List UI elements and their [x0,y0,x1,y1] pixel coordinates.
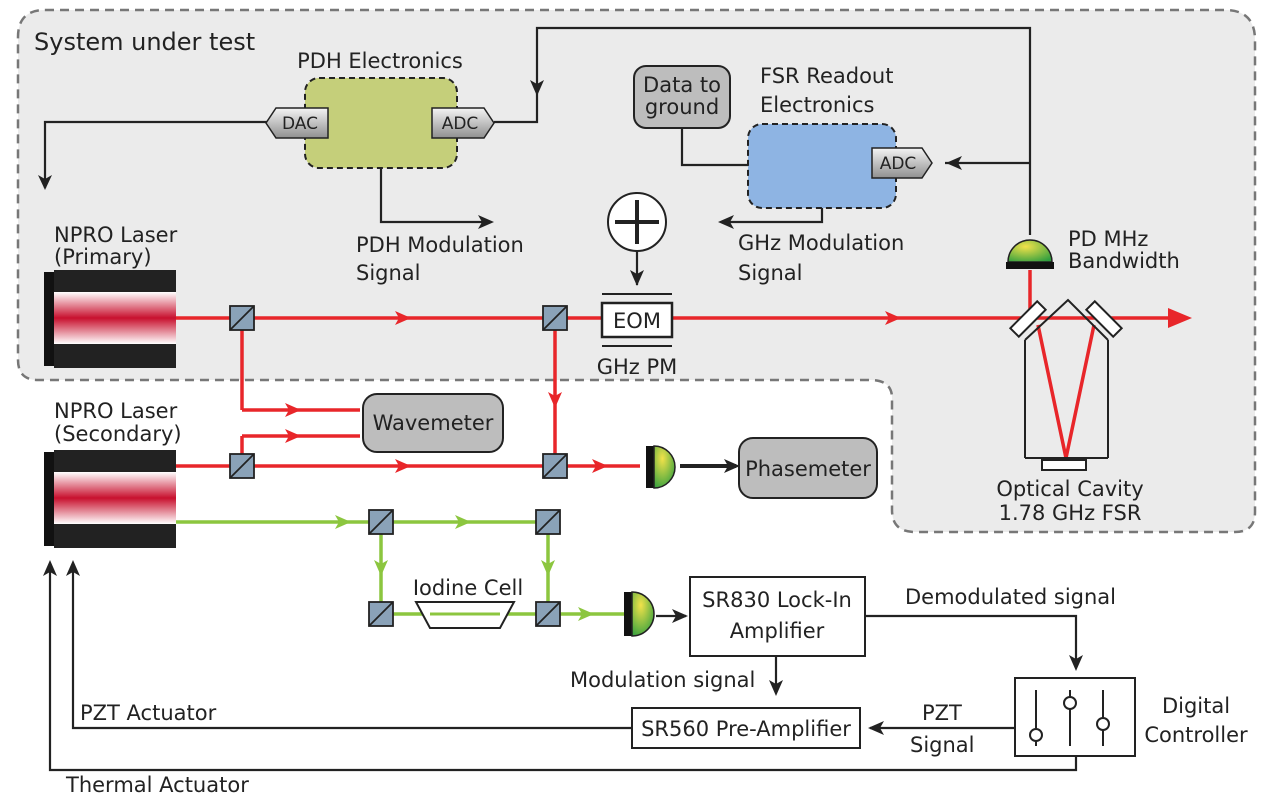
wavemeter-label: Wavemeter [373,411,494,435]
pzt-signal-label-1: PZT [922,701,962,725]
iodine-cell-label: Iodine Cell [413,576,523,600]
signal-arrow [530,80,544,96]
green-beam-paths [176,520,625,616]
photodetector-phasemeter [646,445,676,489]
beam-arrow [455,515,471,529]
signal-arrow [724,459,740,473]
demodulated-signal-label: Demodulated signal [905,585,1116,609]
digital-controller-label-1: Digital [1162,694,1230,718]
signal-arrow [66,560,80,576]
beam-arrow [885,311,901,325]
fsr-electronics-box [747,123,897,209]
fsr-title-1: FSR Readout [760,64,893,88]
pdh-adc-label: ADC [442,114,479,134]
laser-secondary [44,450,176,548]
data-to-ground-box [633,65,731,129]
cavity-label-2: 1.78 GHz FSR [999,501,1142,525]
pzt-signal-label-2: Signal [910,733,975,757]
optical-cavity [1024,298,1109,471]
pdh-modulation-label-2: Signal [356,261,421,285]
cavity-label-1: Optical Cavity [996,477,1143,501]
eom-label: EOM [613,309,661,333]
lockin-label-1: SR830 Lock-In [702,588,852,612]
beam-arrow [548,392,562,408]
preamp-box [631,707,861,749]
signal-arrow [769,680,783,696]
laser-primary-label-1: NPRO Laser [54,223,178,247]
laser-secondary-label-2: (Secondary) [54,422,182,446]
beam-arrow [285,429,301,443]
digital-controller [1014,677,1136,757]
photodetector-mhz [1006,239,1054,269]
laser-secondary-label-1: NPRO Laser [54,399,178,423]
beam-arrow [395,459,411,473]
system-title: System under test [34,28,255,56]
ghz-modulation-label-2: Signal [738,261,803,285]
signal-arrow [868,721,884,735]
pdh-electronics-box [304,77,458,169]
pdh-adc-port [431,107,495,139]
pd-mhz-label-1: PD MHz [1068,227,1148,251]
data-to-ground-label-1: Data to [643,73,721,97]
beam-output-arrow [1168,308,1192,328]
signal-arrow [43,560,57,576]
signal-lines [43,26,1078,772]
signal-arrow [946,156,962,170]
eom-sublabel: GHz PM [597,355,678,379]
eom-box [600,301,674,339]
beam-arrow [374,560,388,576]
beam-arrow [285,403,301,417]
cavity-mirrors [1008,299,1124,339]
signal-arrow [478,215,494,229]
digital-controller-label-2: Controller [1144,723,1248,747]
pdh-modulation-label-1: PDH Modulation [356,233,524,257]
photodetector-lockin [624,591,655,637]
beam-arrow [335,515,351,529]
laser-primary-label-2: (Primary) [54,245,152,269]
phasemeter-label: Phasemeter [745,457,871,481]
pdh-title: PDH Electronics [297,49,463,73]
thermal-actuator-label: Thermal Actuator [65,773,249,797]
data-to-ground-label-2: ground [645,95,719,119]
dac-port [265,107,329,139]
signal-arrow [1069,655,1083,671]
signal-arrow [38,175,52,190]
laser-primary [44,270,176,368]
wavemeter-box [362,393,504,453]
fsr-adc-port [871,147,933,179]
phasemeter-box [738,437,878,499]
beam-arrow [578,607,594,621]
pd-mhz-label-2: Bandwidth [1068,249,1180,273]
beam-arrow [592,459,608,473]
signal-arrow [718,215,734,229]
fsr-adc-label: ADC [880,154,917,174]
lockin-amplifier-box [689,576,866,657]
summer-junction [607,192,667,252]
beam-splitters [229,305,568,627]
lockin-label-2: Amplifier [730,619,825,643]
beam-arrow [395,311,411,325]
preamp-label: SR560 Pre-Amplifier [641,717,851,741]
modulation-signal-label: Modulation signal [570,668,755,692]
fsr-title-2: Electronics [760,93,874,117]
pzt-actuator-label: PZT Actuator [80,701,217,725]
beam-arrow [541,560,555,576]
dac-label: DAC [282,114,318,134]
ghz-modulation-label-1: GHz Modulation [738,231,904,255]
signal-arrow [630,270,644,286]
